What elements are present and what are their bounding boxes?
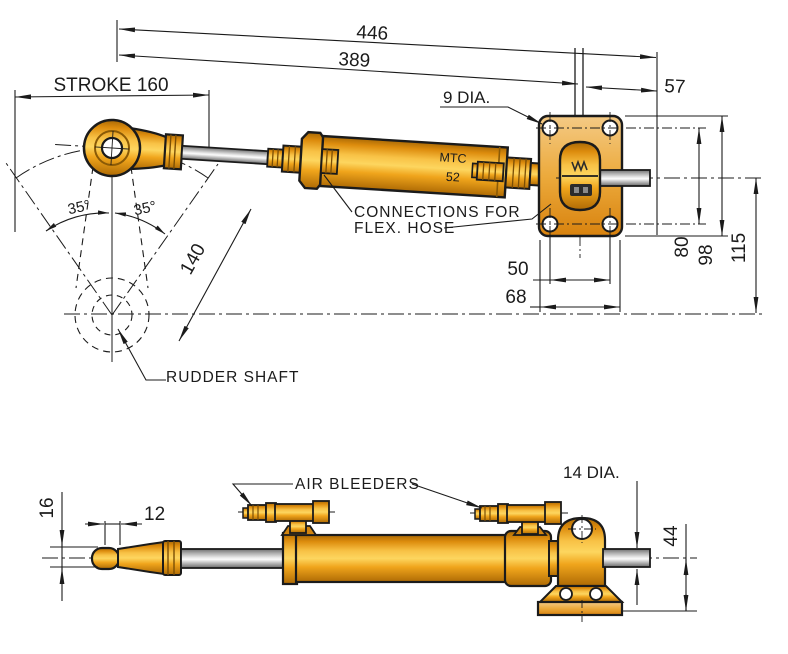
right-swing-arm xyxy=(111,163,219,316)
dim-16-label: 16 xyxy=(37,497,58,518)
side-rod-collar xyxy=(162,540,182,576)
connections-label-line2: FLEX. HOSE xyxy=(354,220,455,237)
pedestal-webs xyxy=(537,585,625,603)
flange-dimensions xyxy=(530,115,759,313)
connections-leader-left xyxy=(323,174,353,213)
dim-57-line xyxy=(585,85,658,93)
side-rod-end-ball xyxy=(90,546,121,571)
bolt-crosshairs xyxy=(536,112,706,258)
cylinder-assembly: MTC 52 xyxy=(55,118,585,199)
boss-lower-block xyxy=(570,184,592,196)
air-bleeders-label: AIR BLEEDERS xyxy=(295,476,420,493)
connections-label-line1: CONNECTIONS FOR xyxy=(354,204,521,221)
dim-446-line xyxy=(118,27,657,60)
tiller-outline-right xyxy=(130,166,149,289)
angle-arc-left xyxy=(45,210,110,232)
side-rear-block xyxy=(503,529,553,588)
dim-12-label: 12 xyxy=(144,504,165,525)
dia-14-label: 14 DIA. xyxy=(563,463,620,482)
side-view: AIR BLEEDERS 16 12 14 DIA. 44 xyxy=(37,463,697,622)
model-size-label: 52 xyxy=(445,170,460,185)
dim-44-label: 44 xyxy=(661,525,682,547)
air-bleeder-left xyxy=(238,500,335,536)
top-view: 35° 35° 140 RUDDER SHAFT 446 389 57 STRO… xyxy=(5,20,762,386)
dim-115-label: 115 xyxy=(729,233,750,263)
dim-80-label: 80 xyxy=(672,236,693,257)
angle-left-label: 35° xyxy=(66,197,92,218)
dim-50-label: 50 xyxy=(507,259,528,280)
dim-stroke-label: STROKE 160 xyxy=(53,75,168,96)
rod-stub-top xyxy=(599,169,651,187)
dim-140-label: 140 xyxy=(176,240,210,278)
top-dimensions xyxy=(14,20,658,235)
rod-end-collar xyxy=(162,133,185,171)
eye-crosshair-h xyxy=(95,146,129,150)
side-front-cap xyxy=(281,531,299,586)
mounting-flange xyxy=(536,48,762,258)
dia-9-leader xyxy=(440,106,543,125)
dim-stroke-line xyxy=(14,92,210,100)
side-rod-stub xyxy=(602,548,651,568)
hose-port-front xyxy=(319,148,340,175)
dim-389-line xyxy=(118,53,579,86)
rudder-shaft-circle xyxy=(91,294,133,336)
angle-arc-right xyxy=(114,212,166,235)
side-piston-rod xyxy=(180,548,285,569)
rod-thread-rings xyxy=(266,147,285,169)
dim-140-line xyxy=(178,208,252,342)
air-bleeders-leader-left xyxy=(231,483,293,507)
connections-leader-right xyxy=(443,203,552,229)
side-rod-end-cone xyxy=(117,540,165,576)
angle-right-label: 35° xyxy=(132,198,158,219)
rudder-hub-circle xyxy=(74,277,150,353)
rod-coupler-nut xyxy=(280,144,303,174)
dia-9-label: 9 DIA. xyxy=(443,88,490,107)
dim-68-label: 68 xyxy=(505,287,526,308)
air-bleeder-right xyxy=(470,501,568,536)
left-swing-arm xyxy=(5,162,113,316)
boss-clevis-teeth xyxy=(571,159,588,173)
pedestal-foot-plate xyxy=(536,600,624,617)
air-bleeders-leader-right xyxy=(411,483,483,509)
rudder-shaft-label: RUDDER SHAFT xyxy=(166,369,299,386)
dim-98-label: 98 xyxy=(696,244,717,265)
side-dimensions xyxy=(50,481,697,612)
foot-bolt-hole-left xyxy=(559,587,573,601)
dim-389-label: 389 xyxy=(338,49,371,72)
dim-446-label: 446 xyxy=(356,22,389,45)
model-name-label: MTC xyxy=(439,150,467,166)
dim-57-label: 57 xyxy=(664,76,686,98)
piston-rod xyxy=(180,144,270,166)
tiller-outline-left xyxy=(75,166,94,289)
foot-bolt-hole-right xyxy=(589,587,603,601)
side-cylinder-tube xyxy=(294,533,508,584)
rudder-shaft-leader xyxy=(117,328,166,381)
